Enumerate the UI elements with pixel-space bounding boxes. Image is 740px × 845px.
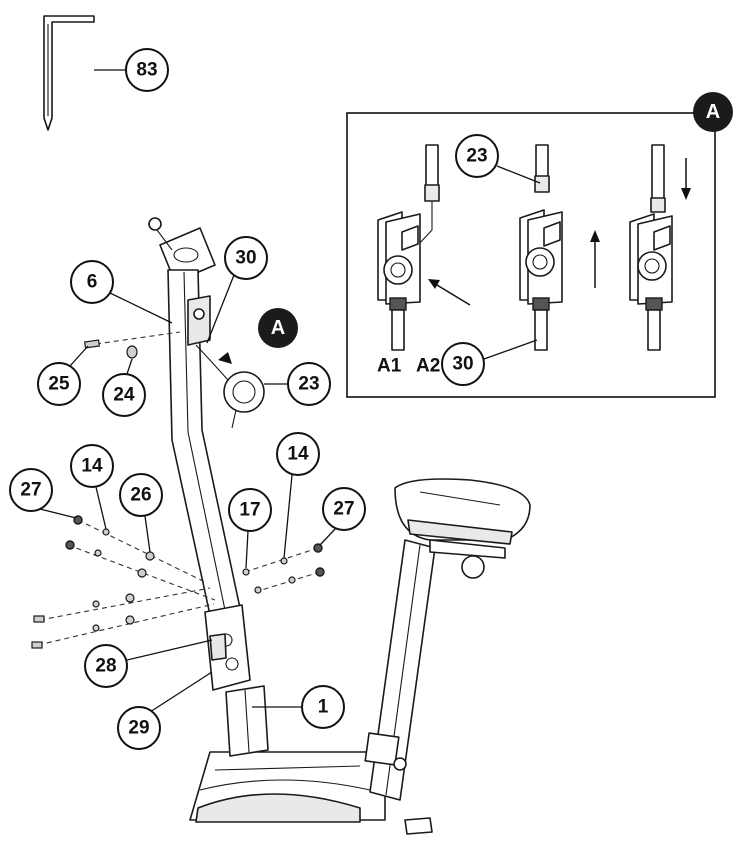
detail-view-box: A1 A2 A3 23 30 A	[346, 92, 733, 398]
callout-14-left: 14	[81, 456, 103, 477]
callout-17: 17	[239, 500, 260, 521]
bike-frame	[189, 478, 531, 835]
callout-83: 83	[136, 60, 157, 81]
detail-box-badge: A	[706, 101, 720, 123]
callout-23: 23	[298, 374, 319, 395]
handlebar-post	[148, 217, 265, 691]
callout-14-right: 14	[287, 444, 309, 465]
detail-stage-1	[377, 144, 440, 351]
callout-30: 30	[235, 248, 256, 269]
detail-stage-2	[519, 144, 563, 351]
callout-28: 28	[95, 656, 116, 677]
detail-callout-23: 23	[466, 146, 487, 167]
callout-6: 6	[87, 272, 98, 293]
detail-badge-main: A	[271, 317, 285, 339]
callout-1: 1	[318, 697, 329, 718]
callout-29: 29	[128, 718, 149, 739]
callout-27-left: 27	[20, 480, 41, 501]
callout-26: 26	[130, 485, 151, 506]
allen-key	[43, 15, 95, 131]
mounting-hardware	[31, 331, 325, 649]
direction-arrows	[428, 158, 691, 306]
callout-25: 25	[48, 374, 70, 395]
detail-callout-30: 30	[452, 354, 473, 375]
callout-24: 24	[113, 385, 135, 406]
callouts: 83 6 30 A 23 25 24 14 26	[9, 48, 366, 750]
callout-27-right: 27	[333, 499, 354, 520]
step-label-a1: A1	[377, 356, 402, 377]
step-label-a2: A2	[416, 356, 440, 377]
detail-stage-3	[629, 144, 673, 351]
